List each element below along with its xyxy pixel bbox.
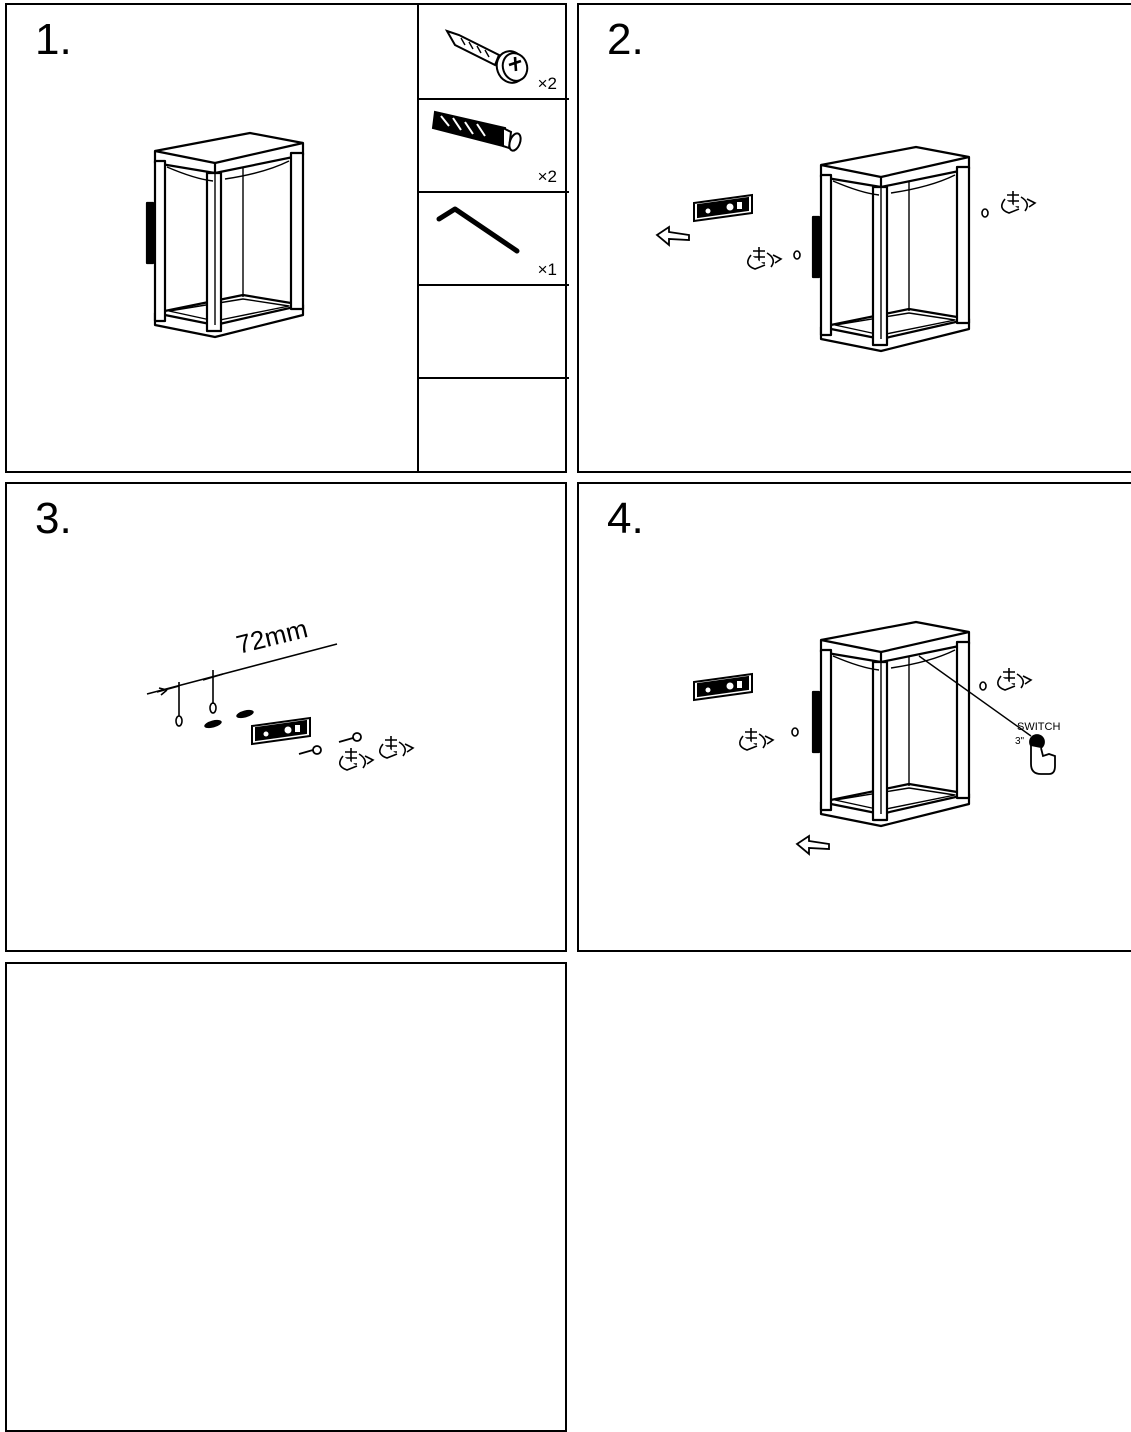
wall-plug-icon	[431, 110, 522, 152]
step-2-illustration	[656, 145, 1036, 353]
step-4-panel: 4. SWITCH 3"	[577, 482, 1131, 952]
step-number: 1.	[35, 15, 72, 64]
rotate-icon	[378, 735, 414, 759]
hold-time-label: 3"	[1015, 736, 1025, 747]
step-3-panel: 3. 72mm	[5, 482, 567, 952]
parts-item-wall-plug: ×2	[419, 98, 569, 193]
hex-key-icon	[436, 206, 520, 254]
qty-label: ×2	[537, 74, 557, 93]
step-3-illustration: 72mm	[146, 613, 414, 771]
parts-item-empty	[419, 284, 569, 379]
arrow-icon	[796, 835, 830, 855]
lantern-illustration	[145, 131, 305, 339]
qty-label: ×2	[537, 167, 557, 186]
arrow-icon	[656, 226, 690, 246]
parts-item-screw: ×2	[419, 5, 569, 100]
parts-item-empty	[419, 377, 569, 470]
step-2-panel: 2.	[577, 3, 1131, 473]
rotate-icon	[1000, 190, 1036, 214]
screw-icon	[444, 29, 529, 84]
step-1-panel: 1. ×2	[5, 3, 569, 473]
qty-label: ×1	[537, 260, 557, 279]
parts-item-hex-key: ×1	[419, 191, 569, 286]
step-number: 3.	[35, 494, 72, 543]
dimension-label: 72mm	[233, 613, 310, 660]
switch-label: SWITCH	[1017, 721, 1060, 733]
hand-press-icon	[1029, 734, 1056, 775]
rotate-icon	[338, 747, 374, 771]
step-number: 2.	[607, 15, 644, 64]
step-number: 4.	[607, 494, 644, 543]
rotate-icon	[996, 667, 1032, 691]
rotate-icon	[738, 727, 774, 751]
parts-list: ×2 ×2 ×1	[417, 5, 569, 471]
empty-panel	[5, 962, 567, 1432]
rotate-icon	[746, 246, 782, 270]
step-4-illustration: SWITCH 3"	[693, 620, 1060, 855]
